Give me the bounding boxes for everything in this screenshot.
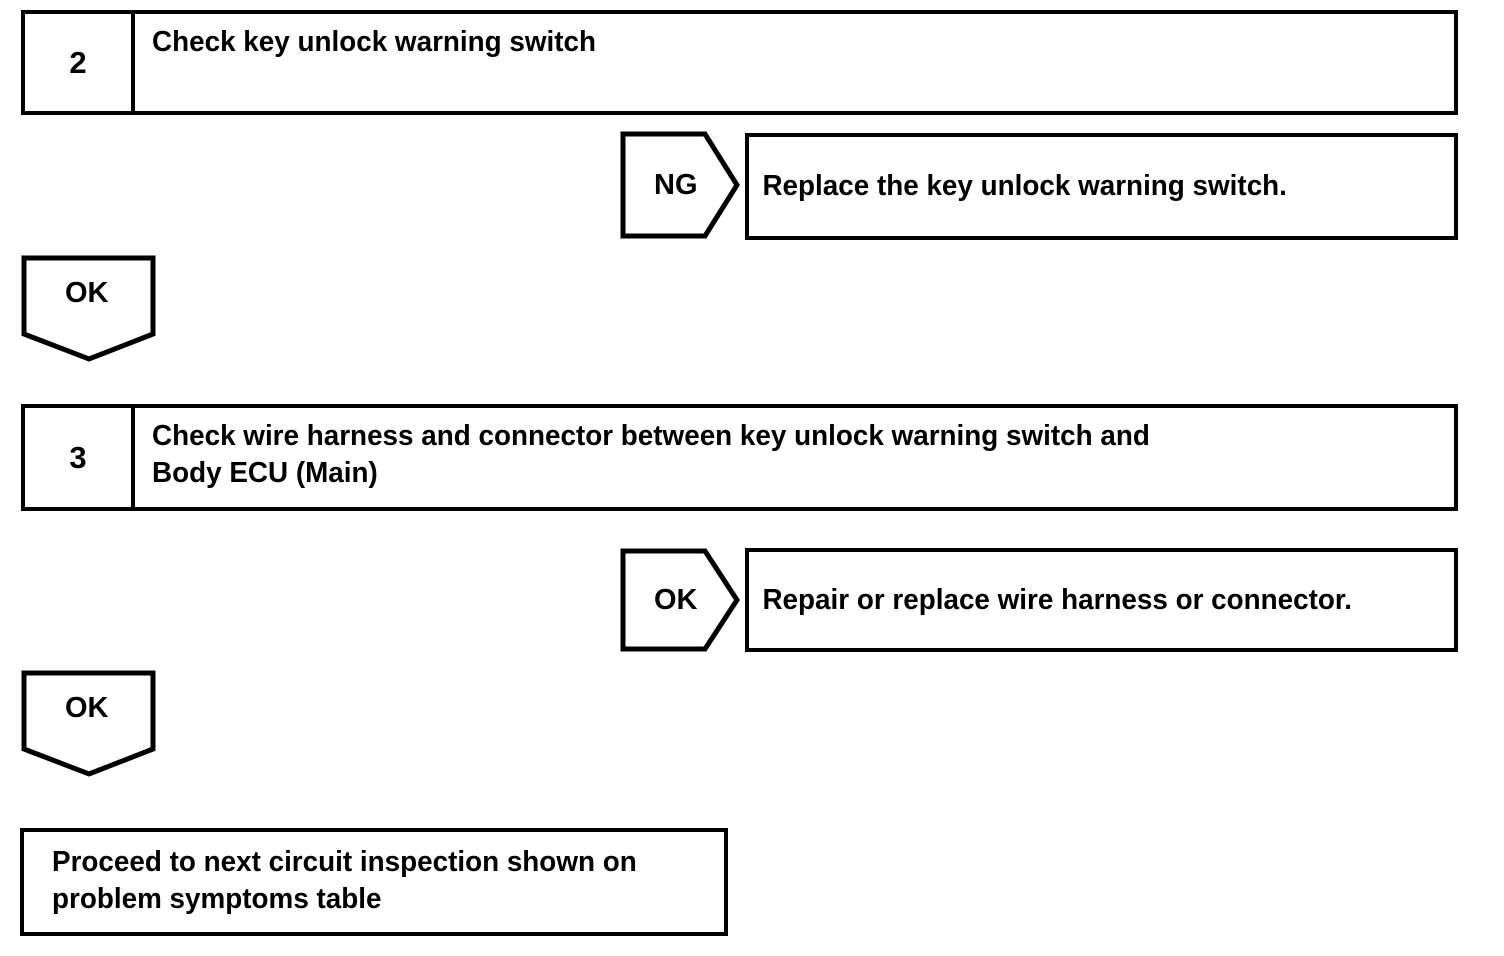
ok-arrow-tag: OK <box>620 548 740 652</box>
terminal-line: problem symptoms table <box>52 883 382 915</box>
step-title-line: Check wire harness and connector between… <box>152 420 1150 452</box>
result-text-ng: Replace the key unlock warning switch. <box>762 170 1287 202</box>
step-title-line: Body ECU (Main) <box>152 457 378 489</box>
step-title-3: Check wire harness and connector between… <box>152 408 1446 507</box>
step-title-line: Check key unlock warning switch <box>152 26 597 58</box>
terminal-line: Proceed to next circuit inspection shown… <box>52 846 637 878</box>
step-number-cell-3: 3 <box>25 408 135 507</box>
step-number-3: 3 <box>69 440 87 475</box>
result-box-ok: Repair or replace wire harness or connec… <box>745 548 1458 652</box>
ok-connector-1: OK <box>21 255 161 365</box>
arrow-right-pentagon-icon <box>620 131 740 239</box>
arrow-down-pentagon-icon <box>21 670 156 777</box>
terminal-box: Proceed to next circuit inspection shown… <box>20 828 728 936</box>
result-row-ng: NG Replace the key unlock warning switch… <box>620 131 1458 241</box>
arrow-right-pentagon-icon <box>620 548 740 652</box>
result-text-ok: Repair or replace wire harness or connec… <box>762 583 1352 616</box>
step-box-2: 2 Check key unlock warning switch <box>21 10 1458 115</box>
step-title-2: Check key unlock warning switch <box>152 14 1446 111</box>
result-box-ng: Replace the key unlock warning switch. <box>745 133 1458 240</box>
result-row-ok: OK Repair or replace wire harness or con… <box>620 548 1458 658</box>
arrow-down-pentagon-icon <box>21 255 156 362</box>
step-number-2: 2 <box>69 45 87 80</box>
ng-arrow-tag: NG <box>620 131 740 239</box>
ok-connector-2: OK <box>21 670 161 780</box>
step-box-3: 3 Check wire harness and connector betwe… <box>21 404 1458 511</box>
step-number-cell-2: 2 <box>25 14 135 111</box>
